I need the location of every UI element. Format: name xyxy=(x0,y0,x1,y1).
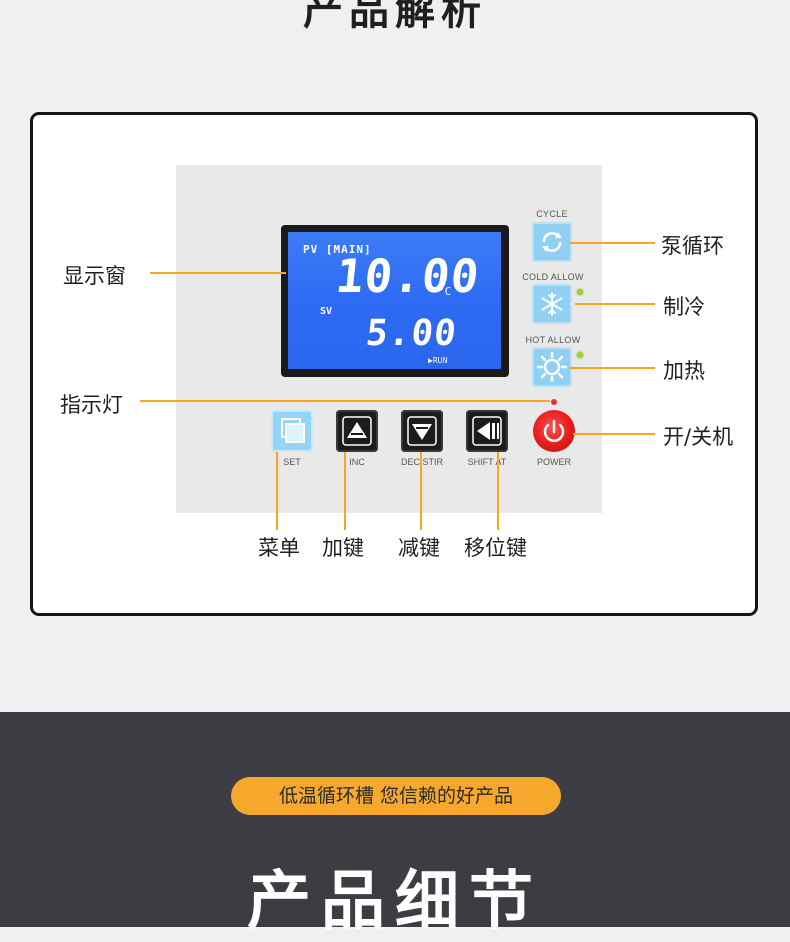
power-callout: 开/关机 xyxy=(663,425,734,449)
run-indicator: ▶RUN xyxy=(428,356,448,365)
set-callout: 菜单 xyxy=(258,536,300,560)
shift-callout-line xyxy=(497,452,499,530)
power-icon xyxy=(543,419,565,442)
product-details-section: 低温循环槽 您信赖的好产品 产品细节 xyxy=(0,712,790,939)
hot-allow-caption: HOT ALLOW xyxy=(525,335,581,345)
inc-callout-line xyxy=(344,452,346,530)
inc-callout: 加键 xyxy=(322,536,364,560)
hot-allow-button[interactable] xyxy=(532,347,572,387)
sv-value: 5.00 xyxy=(363,313,459,354)
indicator-callout-line xyxy=(140,400,550,402)
display-callout: 显示窗 xyxy=(63,264,126,288)
tagline-pill: 低温循环槽 您信赖的好产品 xyxy=(231,777,561,815)
temperature-unit: °C xyxy=(438,285,452,298)
dec-button[interactable] xyxy=(401,410,443,452)
set-callout-line xyxy=(276,452,278,530)
dec-caption: DEC STIR xyxy=(400,457,443,467)
set-caption: SET xyxy=(283,457,301,467)
cycle-button[interactable] xyxy=(532,222,572,262)
hot-callout: 加热 xyxy=(663,359,705,383)
cycle-callout: 泵循环 xyxy=(661,234,724,258)
cycle-caption: CYCLE xyxy=(536,209,568,219)
section-title: 产品细节 xyxy=(247,865,543,939)
shift-caption: SHIFT AT xyxy=(467,457,507,467)
cold-allow-button[interactable] xyxy=(532,284,572,324)
inc-button[interactable] xyxy=(336,410,378,452)
product-analysis-section: 产品解析 PV [MAIN] 10.00 °C SV 5.00 ▶RUN CYC… xyxy=(30,0,758,616)
pv-value: 10.00 xyxy=(333,249,483,303)
cycle-callout-line xyxy=(570,242,655,244)
cold-led xyxy=(577,289,583,295)
dec-callout: 减键 xyxy=(398,536,440,560)
power-caption: POWER xyxy=(536,457,571,467)
up-triangle-icon xyxy=(342,416,372,446)
cold-callout-line xyxy=(575,303,655,305)
indicator-callout: 指示灯 xyxy=(60,393,123,417)
dec-callout-line xyxy=(420,452,422,530)
sun-icon xyxy=(536,351,568,383)
snowflake-icon xyxy=(541,292,563,316)
shift-left-icon xyxy=(472,416,502,446)
lcd-display: PV [MAIN] 10.00 °C SV 5.00 ▶RUN xyxy=(288,232,501,369)
power-callout-line xyxy=(573,433,655,435)
inc-caption: INC xyxy=(349,457,365,467)
cold-callout: 制冷 xyxy=(663,295,705,319)
menu-icon xyxy=(281,418,305,443)
sv-label: SV xyxy=(320,306,333,317)
cycle-icon xyxy=(542,232,562,252)
set-button[interactable] xyxy=(271,410,313,452)
hot-callout-line xyxy=(570,367,655,369)
shift-button[interactable] xyxy=(466,410,508,452)
power-button[interactable] xyxy=(533,410,575,452)
cold-allow-caption: COLD ALLOW xyxy=(522,272,584,282)
down-triangle-icon xyxy=(407,416,437,446)
display-callout-line xyxy=(150,272,286,274)
shift-callout: 移位键 xyxy=(464,536,527,560)
hot-led xyxy=(577,352,583,358)
page-title: 产品解析 xyxy=(303,0,487,34)
pv-label: PV [MAIN] xyxy=(303,243,372,256)
power-indicator-led xyxy=(551,399,557,405)
